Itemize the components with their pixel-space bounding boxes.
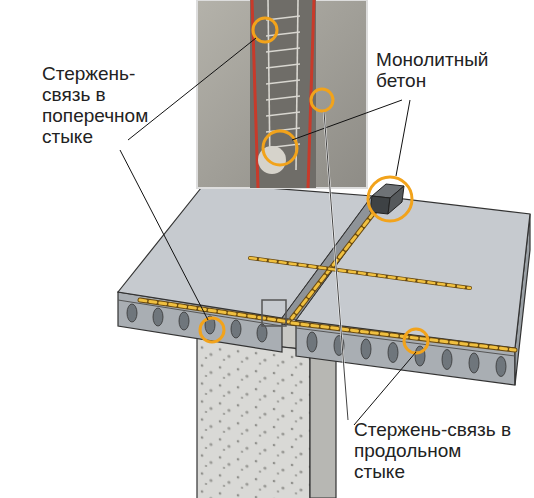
slab-hollow (153, 308, 163, 326)
slab-hollow (231, 320, 241, 338)
photo-inset (197, 0, 367, 188)
leader-line (120, 38, 416, 425)
callout-label: Стержень- связь в поперечном стыке (42, 64, 174, 148)
leader-line (324, 112, 348, 420)
slab-hollow (442, 350, 452, 370)
callout-label: Стержень-связь в продольном стыке (354, 420, 514, 483)
callout-label: Монолитный бетон (376, 50, 516, 92)
leader-line (324, 112, 348, 420)
slab-hollow (127, 304, 137, 322)
slab-hollow (496, 357, 506, 377)
slab-hollow (361, 339, 371, 359)
slab-hollow (179, 312, 189, 330)
tie-rod (140, 205, 515, 350)
slab-hollow (469, 353, 479, 373)
slab-hollow (307, 332, 317, 352)
hollow-core-slab (296, 197, 530, 385)
monolithic-concrete (370, 184, 404, 214)
slab-hollow (388, 343, 398, 363)
